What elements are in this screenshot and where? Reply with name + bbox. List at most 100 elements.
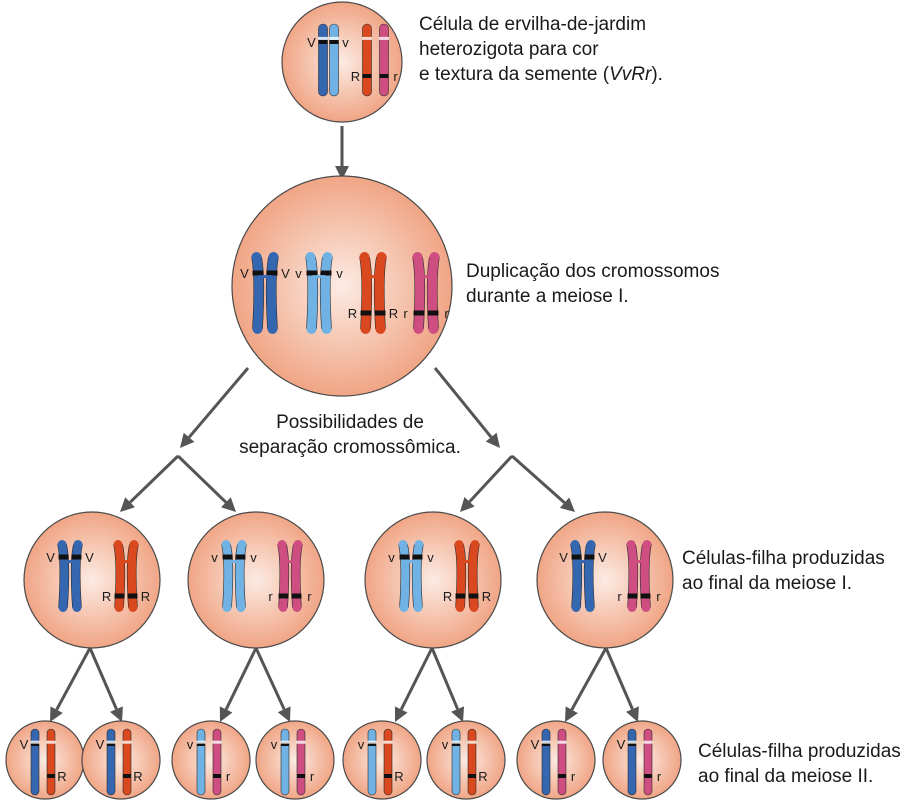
arrow-meiosis-two-3-a-head [395,706,408,722]
label-meiosis-one: Células-filha produzidas ao final da mei… [682,546,885,596]
chromosome-duplicated-R-chromatid-2-locus [374,310,386,316]
chromosome-m1-4-b-chromatid-1-locus [627,593,638,599]
cell-meiosis-two-7: Vr [516,720,596,800]
chromosome-m1-3-a-chromatid-2-locus [412,554,423,560]
chromosome-m1-3-a-allele-1: v [388,550,395,565]
chromosome-duplicated-r-chromatid-2-locus [427,310,439,316]
chromosome-m2-7-b-allele: r [571,769,576,784]
arrow-duplication-right [433,367,500,448]
arrow-left-branch-1 [120,454,180,512]
chromosome-initial-v-locus [329,40,339,44]
chromosome-duplicated-v-allele-2: v [336,266,343,281]
chromosome-m2-2-a [106,728,116,796]
chromosome-m2-7-a-locus [542,742,550,746]
arrow-left-branch-2-head [221,497,236,512]
chromosome-duplicated-V-allele-1: V [240,266,249,281]
chromosome-m2-3-b-allele: r [226,769,231,784]
chromosome-duplicated-v-chromatid-2-top [322,252,333,262]
chromosome-m1-1-b-chromatid-2-top [129,540,139,549]
cell-meiosis-two-2-membrane [81,720,161,800]
chromosome-m1-3-b-allele-2: R [482,589,491,604]
cell-meiosis-one-1-membrane [23,511,161,649]
arrow-meiosis-two-3-b [430,647,465,722]
label-initial-cell: Célula de ervilha-de-jardim heterozigota… [419,12,663,87]
chromosome-m2-1-a-locus [31,742,39,746]
chromosome-m2-7-a [541,728,551,796]
chromosome-m2-8-b-centromere [643,740,653,744]
label-genotype: VvRr [609,64,652,85]
chromosome-m1-3-a-allele-2: v [427,550,434,565]
label-separation: Possibilidades de separação cromossômica… [220,410,480,460]
chromosome-duplicated-V-chromatid-1-bottom [252,324,263,334]
chromosome-m2-5-b [383,728,393,796]
arrow-meiosis-two-3-a-shaft [399,647,434,711]
chromosome-m2-8-a-locus [628,742,636,746]
chromosome-duplicated-v-allele-1: v [295,266,302,281]
cell-meiosis-two-4: vr [255,720,335,800]
chromosome-m1-1-b-chromatid-1-top [113,540,123,549]
arrow-meiosis-two-2-b-shaft [254,647,286,710]
arrow-left-branch-2 [176,454,236,512]
chromosome-m1-3-b-chromatid-1-locus [455,593,466,599]
chromosome-m1-2-a-allele-2: v [250,550,257,565]
label-duplication-line1: Duplicação dos cromossomos [466,261,720,282]
chromosome-m1-4-b-chromatid-1-top [626,540,636,549]
arrow-meiosis-two-1-a-head [50,706,63,722]
chromosome-m1-3-b-chromatid-2-bottom [469,603,479,612]
chromosome-m2-5-b-allele: R [394,769,403,784]
cell-meiosis-two-1: VR [5,720,85,800]
cell-meiosis-one-4-membrane [536,511,674,649]
arrow-meiosis-two-2-a-shaft [224,647,258,711]
chromosome-m1-4-b-centromere [633,560,645,564]
arrow-right-branch-1 [460,454,514,512]
chromosome-m1-4-a-chromatid-2-bottom [585,603,595,612]
chromosome-initial-R-centromere [362,36,372,40]
chromosome-m2-6-a [451,728,461,796]
chromosome-initial-R-locus [362,74,372,78]
chromosome-m1-2-a-chromatid-2-locus [235,554,246,560]
chromosome-m1-3-a-chromatid-2-bottom [413,603,423,612]
chromosome-m2-2-a-allele: V [96,737,105,752]
chromosome-m1-2-b-chromatid-2-locus [291,593,302,599]
arrow-right-branch-1-head [460,496,475,512]
chromosome-duplicated-r-allele-2: r [444,306,449,321]
chromosome-m1-4-a-chromatid-1-top [570,540,580,549]
chromosome-m1-4-b-chromatid-1-bottom [627,603,637,612]
label-initial-line2: heterozigota para cor [419,39,599,60]
chromosome-m1-3-a-chromatid-1-top [398,540,408,549]
chromosome-m1-3-b-chromatid-2-top [470,540,480,549]
chromosome-m1-4-b-chromatid-2-top [642,540,652,549]
chromosome-m1-2-b-chromatid-2-top [293,540,303,549]
chromosome-m1-1-a-chromatid-1-locus [58,554,69,560]
chromosome-m2-2-a-centromere [106,740,116,744]
chromosome-m1-1-a-chromatid-2-locus [71,554,82,560]
chromosome-m1-3-a-chromatid-1-locus [399,554,410,560]
chromosome-m2-5-b-centromere [383,740,393,744]
chromosome-duplicated-r-chromatid-1-bottom [413,324,424,334]
chromosome-duplicated-V-chromatid-1-locus [252,270,264,276]
label-meiosis-one-line2: ao final da meiose I. [682,573,853,594]
chromosome-m1-1-a-chromatid-2-top [73,540,83,549]
chromosome-duplicated-V-chromatid-2-locus [266,270,278,276]
cell-meiosis-two-3: vr [171,720,251,800]
chromosome-initial-V-allele: V [307,35,316,50]
chromosome-m2-2-b-allele: R [133,769,142,784]
chromosome-initial-v-allele: v [342,35,349,50]
chromosome-m2-5-a-allele: v [358,737,365,752]
chromosome-m2-8-a [627,728,637,796]
chromosome-m1-2-a-chromatid-2-bottom [236,603,246,612]
chromosome-duplicated-R-allele-2: R [389,306,398,321]
arrow-meiosis-two-3-a [395,647,434,722]
chromosome-initial-r-locus [379,74,389,78]
arrow-meiosis-two-4-a-shaft [570,647,608,711]
arrow-right-branch-2 [511,454,575,512]
chromosome-m2-2-a-locus [107,742,115,746]
cell-duplication-membrane [231,175,453,397]
chromosome-m1-3-b-allele-1: R [443,589,452,604]
cell-meiosis-two-7-membrane [516,720,596,800]
